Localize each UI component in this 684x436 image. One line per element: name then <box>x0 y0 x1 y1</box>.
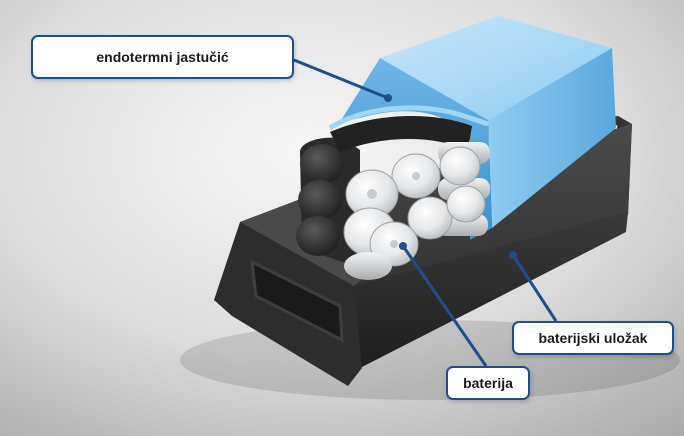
battery-cell <box>407 196 453 240</box>
cell-terminal <box>412 172 420 180</box>
leader-lines <box>293 58 558 367</box>
pad-cut-edge <box>328 105 489 131</box>
tray-handle <box>250 259 344 343</box>
battery-cell <box>344 252 392 280</box>
endothermic-pad-label: endotermni jastučić <box>31 35 294 79</box>
cell-terminal <box>367 189 377 199</box>
battery-label-text: baterija <box>463 375 513 391</box>
battery-tray-label-text: baterijski uložak <box>538 330 648 346</box>
pad-leader-line <box>293 58 389 100</box>
pad-side-face <box>488 48 616 228</box>
battery-cell <box>439 146 481 186</box>
dark-cell <box>300 144 344 184</box>
battery-label: baterija <box>446 366 530 400</box>
tray-leader-line <box>511 254 558 322</box>
tray-leader-dot <box>509 251 517 259</box>
pad-top-face <box>380 16 612 120</box>
pad-front-face <box>340 58 492 240</box>
battery-leader-dot <box>399 242 407 250</box>
silver-cells <box>343 142 490 280</box>
pad-leader-dot <box>384 94 392 102</box>
battery-tray-label: baterijski uložak <box>512 321 674 355</box>
endothermic-pad-label-text: endotermni jastučić <box>96 49 229 65</box>
tray-front-face <box>350 212 628 368</box>
battery-cell <box>446 185 486 223</box>
pad-lining <box>330 115 472 152</box>
dark-cell <box>296 216 340 256</box>
dark-cell <box>298 180 342 220</box>
endothermic-pad <box>328 16 616 240</box>
battery-leader-line <box>401 245 488 367</box>
cell-terminal <box>390 240 398 248</box>
